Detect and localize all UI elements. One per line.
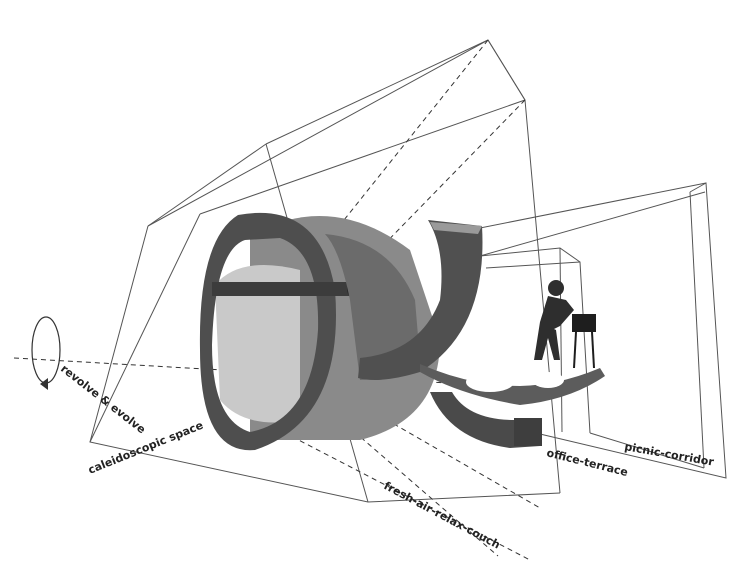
- main-cylinder: [199, 212, 483, 451]
- revolve-label: revolve & evolve: [58, 362, 148, 436]
- revolve-circle-icon: [31, 316, 61, 390]
- person-figure: [534, 280, 596, 369]
- fresh-air-label: fresh-air-relax-couch: [382, 479, 503, 551]
- terrace-platform: [420, 364, 605, 448]
- corridor-frames: [469, 182, 727, 479]
